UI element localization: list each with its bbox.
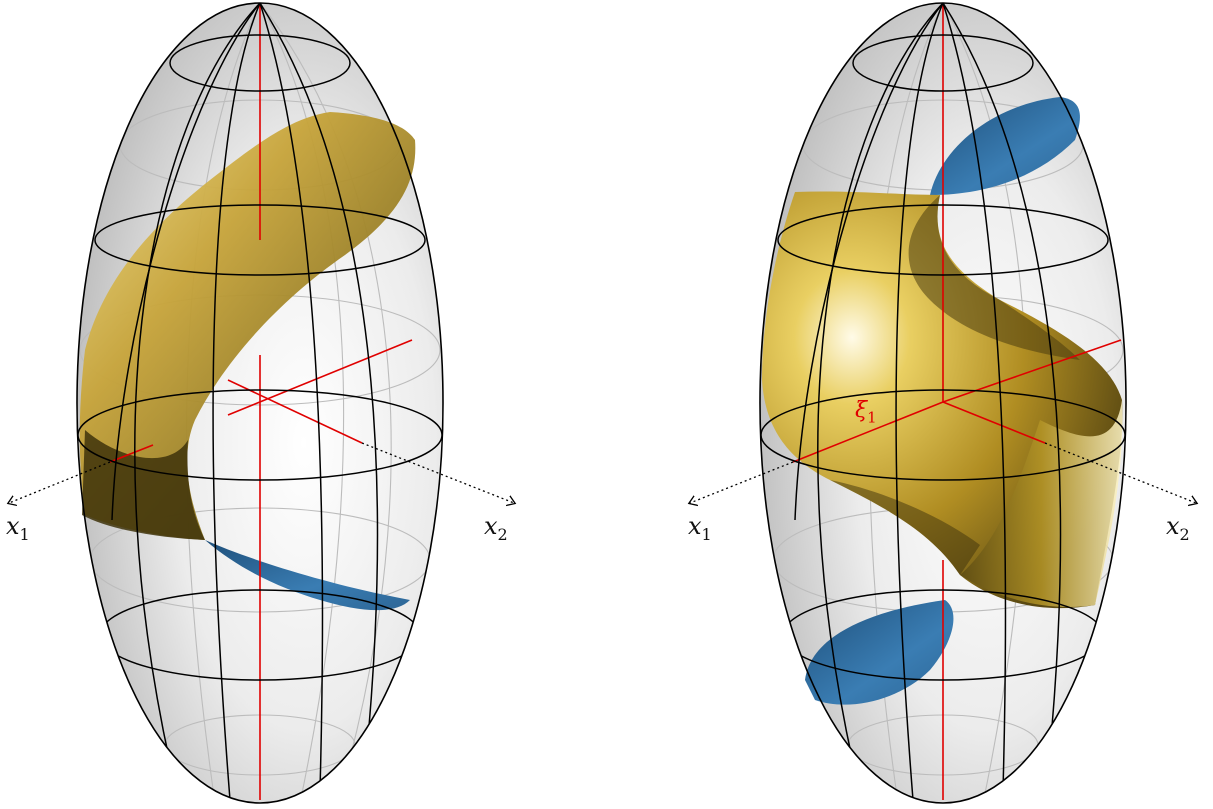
left-figure — [9, 2, 514, 804]
left-x2-label: x2 — [484, 512, 508, 544]
xi-subscript: 1 — [867, 408, 877, 427]
left-blue-surface — [205, 540, 410, 611]
left-x1-axis-arrow — [9, 461, 111, 503]
left-x2-letter: x — [484, 512, 498, 540]
right-x1-label: x1 — [688, 512, 712, 544]
left-x1-label: x1 — [6, 512, 30, 544]
right-x1-subscript: 1 — [701, 524, 712, 544]
right-x2-subscript: 2 — [1179, 524, 1190, 544]
left-ellipsoid-outline — [76, 2, 444, 804]
right-x2-axis-arrow — [1044, 442, 1196, 503]
right-x1-axis-arrow — [690, 461, 794, 503]
right-x2-label: x2 — [1166, 512, 1190, 544]
right-x1-letter: x — [688, 512, 702, 540]
right-figure — [690, 2, 1196, 804]
right-ellipsoid-outline — [759, 2, 1127, 804]
left-x1-letter: x — [6, 512, 20, 540]
right-blue-surface-top — [930, 97, 1080, 195]
left-black-grid — [77, 3, 443, 801]
left-x2-axis-arrow — [361, 442, 514, 503]
right-x2-letter: x — [1166, 512, 1180, 540]
left-red-axes — [109, 5, 413, 800]
right-blue-surface-bottom — [805, 600, 954, 705]
right-xi1-annotation: ξ1 — [855, 398, 877, 426]
xi-letter: ξ — [855, 398, 868, 423]
left-gold-surface — [79, 112, 416, 540]
left-x2-subscript: 2 — [497, 524, 508, 544]
left-x1-subscript: 1 — [19, 524, 30, 544]
